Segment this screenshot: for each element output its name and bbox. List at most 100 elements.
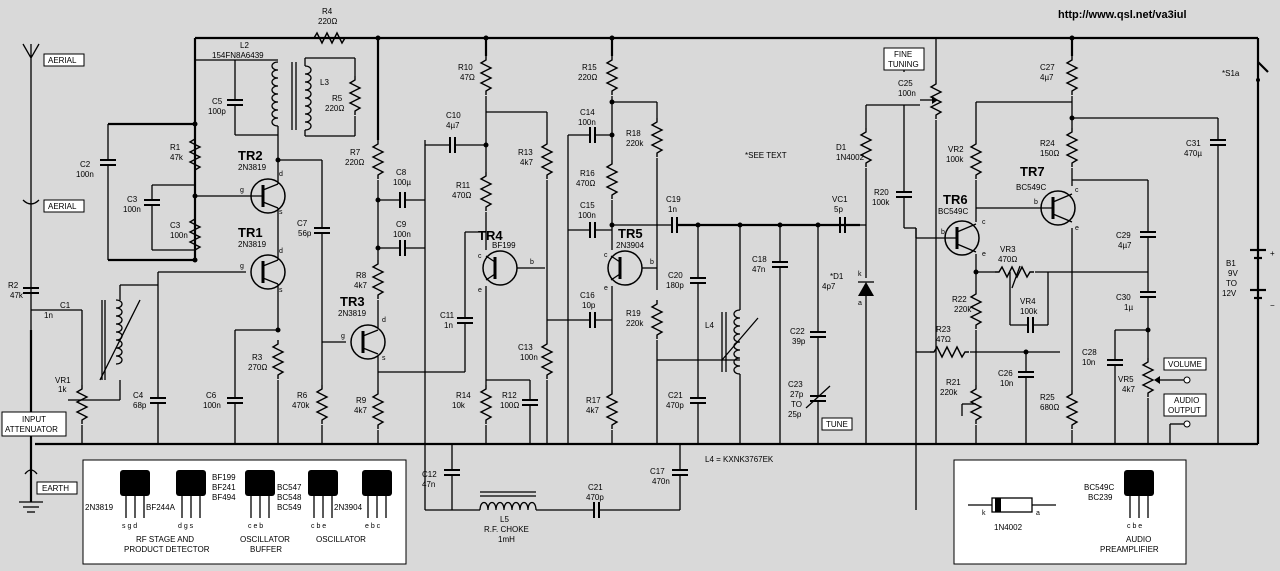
r11-value: 470Ω: [452, 191, 471, 200]
r6-ref: R6: [297, 391, 308, 400]
r23-value: 220k: [954, 305, 972, 314]
tr2-transistor: [246, 177, 287, 215]
vc1-to: TO: [791, 400, 802, 409]
c24-value: 5p: [834, 205, 843, 214]
audio-output-box: [1163, 393, 1207, 417]
svg-text:d: d: [279, 248, 283, 255]
c26-ref: VR4: [1020, 297, 1036, 306]
input-attenuator-label-2: ATTENUATOR: [5, 425, 58, 434]
d1-diode: [858, 281, 874, 296]
c26-value: 100k: [1020, 307, 1038, 316]
c2-value: 100n: [76, 170, 94, 179]
c16-value: 10p: [582, 301, 596, 310]
r2-value: 100n: [170, 231, 188, 240]
c8-ref: C8: [396, 168, 407, 177]
c29-ref: C29: [1116, 231, 1131, 240]
r16-value: 470Ω: [576, 179, 595, 188]
earth-ground-icon: [19, 444, 43, 513]
r11-ref: R11: [456, 181, 471, 190]
c18-ref: C17: [650, 467, 665, 476]
tr7-transistor: [1036, 189, 1077, 227]
c9-ref: C9: [396, 220, 407, 229]
legend-p4-pins: c b e: [311, 523, 326, 530]
r12-ref: R14: [456, 391, 471, 400]
b1-max: 12V: [1222, 289, 1237, 298]
r21-value: 47Ω: [936, 335, 951, 344]
earth-label: EARTH: [42, 484, 69, 493]
s1a-switch: [1256, 61, 1269, 82]
c31-value: 470µ: [1184, 149, 1202, 158]
c29-value: 4µ7: [1118, 241, 1132, 250]
pkg-2n3819-icon: [120, 470, 150, 496]
r10-value: 47Ω: [460, 73, 475, 82]
r26-ref: R25: [1040, 393, 1055, 402]
legend-cap1b: PRODUCT DETECTOR: [124, 545, 210, 554]
legend-p3-l2: BF241: [212, 483, 236, 492]
c19-ref: C19: [666, 195, 681, 204]
c2-ref: C2: [80, 160, 91, 169]
svg-text:+: +: [1270, 249, 1275, 258]
r26-value: 680Ω: [1040, 403, 1059, 412]
tune-label: TUNE: [826, 420, 848, 429]
legend-cap-a: AUDIO: [1126, 535, 1151, 544]
c8-value: 100µ: [393, 178, 411, 187]
r1-ref: R1: [170, 143, 181, 152]
legend-p5: 2N3904: [334, 503, 363, 512]
c13-ref: R12: [502, 391, 517, 400]
c23-ref: C22: [790, 327, 805, 336]
vr2-value: 100n: [898, 89, 916, 98]
r7-ref: R7: [350, 148, 361, 157]
svg-text:d: d: [382, 317, 386, 324]
c11-ref: C11: [440, 311, 455, 320]
svg-text:s: s: [279, 287, 283, 294]
legend-p4-l2: BC548: [277, 493, 302, 502]
l4-ref: L4: [705, 321, 714, 330]
tr3-type: 2N3819: [338, 309, 367, 318]
legend-p3-pins: c e b: [248, 523, 263, 530]
l5-choke: [479, 491, 537, 511]
svg-text:e: e: [982, 251, 986, 258]
vc1-ref: C23: [788, 380, 803, 389]
r25-value: 150Ω: [1040, 149, 1059, 158]
legend-p5-pins: e b c: [365, 523, 381, 530]
c1-ref: R2: [8, 281, 19, 290]
vr1-ref: VR1: [55, 376, 71, 385]
c7-value: 56p: [298, 229, 312, 238]
b1-battery: [1250, 248, 1266, 300]
tr6-type: BC549C: [938, 207, 968, 216]
legend-cap-b: PREAMPLIFIER: [1100, 545, 1159, 554]
c19-value: 1n: [668, 205, 677, 214]
r22-ref: VR2: [948, 145, 964, 154]
earth-label-box: [36, 481, 78, 495]
l2-value: 154FN8A6439: [212, 51, 264, 60]
fine-tuning-box: [883, 47, 925, 71]
l1-ref: C1: [60, 301, 71, 310]
r17-ref: R17: [586, 396, 601, 405]
r4-value: 220Ω: [318, 17, 337, 26]
r17-value: 4k7: [586, 406, 599, 415]
c9-value: 100n: [393, 230, 411, 239]
vc1-max: 25p: [788, 410, 802, 419]
tr5-transistor: [606, 249, 657, 287]
svg-text:c: c: [604, 252, 608, 259]
pkg-bf244a-icon: [176, 470, 206, 496]
r15-value: 220Ω: [578, 73, 597, 82]
tr6-ref: TR6: [943, 192, 968, 207]
r20-ref: D1: [836, 143, 847, 152]
r19-value: 220k: [626, 319, 644, 328]
vr3-value: 220k: [940, 388, 958, 397]
svg-text:s: s: [279, 209, 283, 216]
c11-value: 1n: [444, 321, 453, 330]
r19-ref: R19: [626, 309, 641, 318]
r1-value: 47k: [170, 153, 184, 162]
vr2-ref: C25: [898, 79, 913, 88]
svg-text:−: −: [1270, 301, 1275, 310]
c14-value: 100n: [578, 118, 596, 127]
c22-value: 47n: [752, 265, 765, 274]
svg-text:g: g: [240, 263, 244, 270]
svg-text:b: b: [1034, 199, 1038, 206]
c18-value: 470n: [652, 477, 670, 486]
tr1-ref: TR1: [238, 225, 263, 240]
r23-ref: R22: [952, 295, 967, 304]
aerial-mid-label-box: [43, 199, 85, 213]
